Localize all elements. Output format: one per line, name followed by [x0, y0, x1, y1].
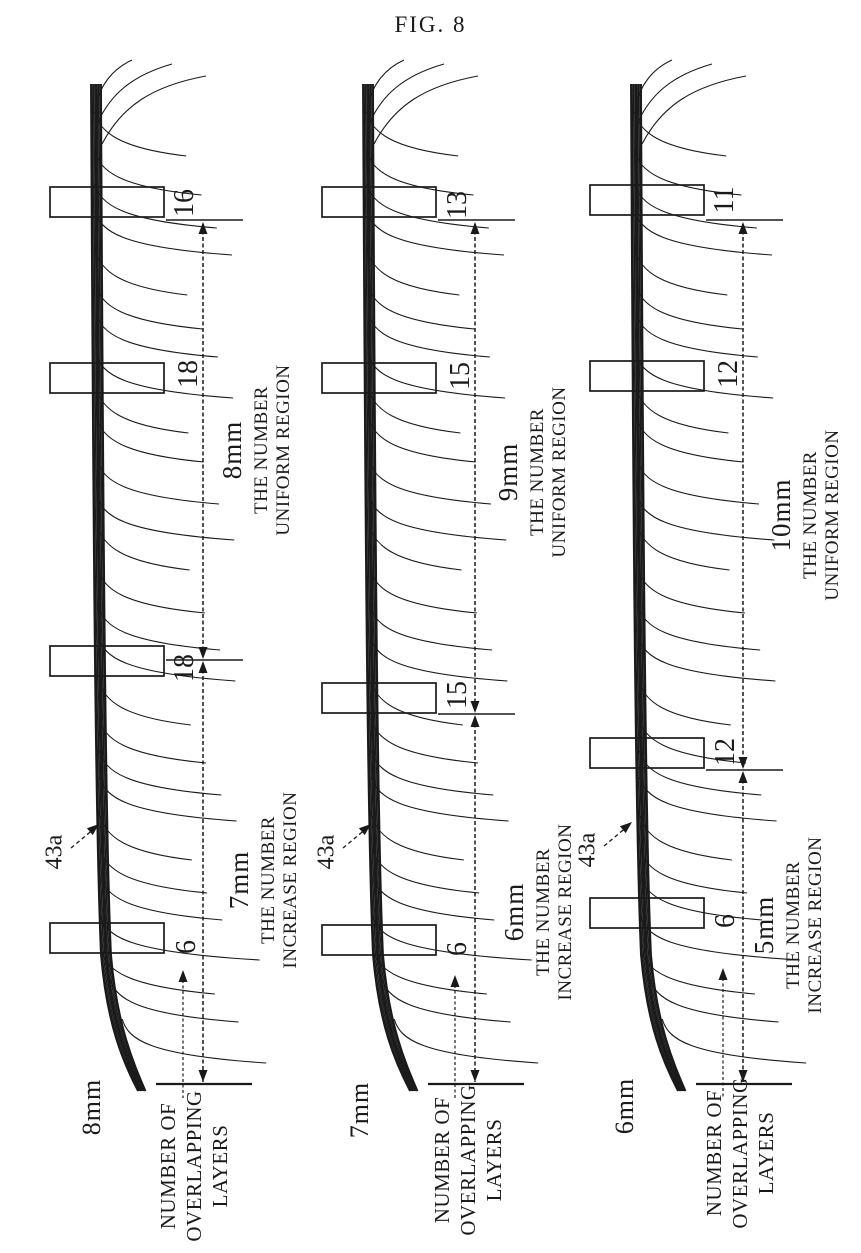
uniform-region-length: 10mm [766, 478, 796, 552]
uniform-region-caption-line1: THE NUMBER [527, 408, 548, 536]
axis-caption-line1: NUMBER OF [430, 1096, 454, 1224]
overlap-count-label: 12 [710, 738, 741, 766]
layer-curves-drawing [589, 59, 807, 1098]
uniform-region-caption-line1: THE NUMBER [251, 386, 272, 514]
overlap-count-label: 6 [171, 940, 202, 954]
overlap-count-label: 16 [169, 189, 200, 217]
increase-region-annotation: 5mm THE NUMBER INCREASE REGION [749, 837, 827, 1014]
axis-caption-line3: LAYERS [208, 1124, 232, 1208]
axis-caption: NUMBER OF OVERLAPPING LAYERS [429, 1084, 507, 1235]
reference-label-43a: 43a [41, 834, 68, 870]
overlap-count-label: 15 [442, 681, 473, 709]
axis-caption: NUMBER OF OVERLAPPING LAYERS [155, 1090, 233, 1241]
axis-caption-line2: OVERLAPPING [728, 1077, 752, 1229]
overlap-count-label: 11 [709, 186, 740, 214]
layer-curves-drawing [321, 59, 539, 1098]
increase-region-caption-line2: INCREASE REGION [805, 836, 826, 1014]
overlap-count-label: 18 [169, 654, 200, 682]
axis-caption: NUMBER OF OVERLAPPING LAYERS [701, 1077, 779, 1228]
reference-label-43a: 43a [313, 834, 340, 870]
increase-region-caption-line2: INCREASE REGION [280, 791, 301, 969]
uniform-region-annotation: 10mm THE NUMBER UNIFORM REGION [766, 429, 844, 600]
uniform-region-caption-line2: UNIFORM REGION [549, 386, 570, 558]
axis-caption-line2: OVERLAPPING [456, 1084, 480, 1236]
increase-region-caption-line1: THE NUMBER [783, 861, 804, 989]
overlap-count-label: 6 [442, 942, 473, 956]
panel-width-label: 7mm [345, 1081, 374, 1139]
increase-region-caption-line1: THE NUMBER [533, 848, 554, 976]
reference-label-43a: 43a [574, 832, 601, 868]
uniform-region-caption-line2: UNIFORM REGION [822, 429, 843, 601]
uniform-region-annotation: 9mm THE NUMBER UNIFORM REGION [493, 386, 571, 557]
figure-title: FIG. 8 [394, 12, 467, 37]
panel-width-label: 6mm [610, 1077, 639, 1135]
increase-region-length: 6mm [499, 882, 529, 942]
uniform-region-caption-line1: THE NUMBER [800, 451, 821, 579]
axis-caption-line3: LAYERS [754, 1111, 778, 1195]
diagram-panel-6mm: 11 12 12 6 10mm THE NUMBER UNIFORM REGIO… [574, 0, 850, 1253]
increase-region-annotation: 6mm THE NUMBER INCREASE REGION [499, 824, 577, 1001]
overlap-count-label: 12 [713, 360, 744, 388]
overlap-count-label: 18 [173, 360, 204, 388]
axis-caption-line3: LAYERS [482, 1118, 506, 1202]
uniform-region-caption-line2: UNIFORM REGION [273, 364, 294, 536]
increase-region-annotation: 7mm THE NUMBER INCREASE REGION [224, 792, 302, 969]
uniform-region-annotation: 8mm THE NUMBER UNIFORM REGION [217, 364, 295, 535]
increase-region-length: 7mm [224, 850, 254, 910]
panel-width-label: 8mm [77, 1078, 106, 1136]
uniform-region-length: 9mm [493, 442, 523, 502]
diagram-panel-7mm: 13 15 15 6 9mm THE NUMBER UNIFORM REGION… [310, 0, 582, 1253]
uniform-region-length: 8mm [217, 420, 247, 480]
axis-caption-line1: NUMBER OF [156, 1102, 180, 1230]
overlap-count-label: 15 [445, 362, 476, 390]
diagram-panel-8mm: 16 18 18 6 8mm THE NUMBER UNIFORM REGION… [38, 0, 310, 1253]
layer-curves-drawing [49, 59, 267, 1098]
increase-region-length: 5mm [749, 895, 779, 955]
increase-region-caption-line1: THE NUMBER [258, 816, 279, 944]
overlap-count-label: 13 [442, 191, 473, 219]
overlap-count-label: 6 [710, 914, 741, 928]
axis-caption-line1: NUMBER OF [702, 1089, 726, 1217]
axis-caption-line2: OVERLAPPING [182, 1090, 206, 1242]
